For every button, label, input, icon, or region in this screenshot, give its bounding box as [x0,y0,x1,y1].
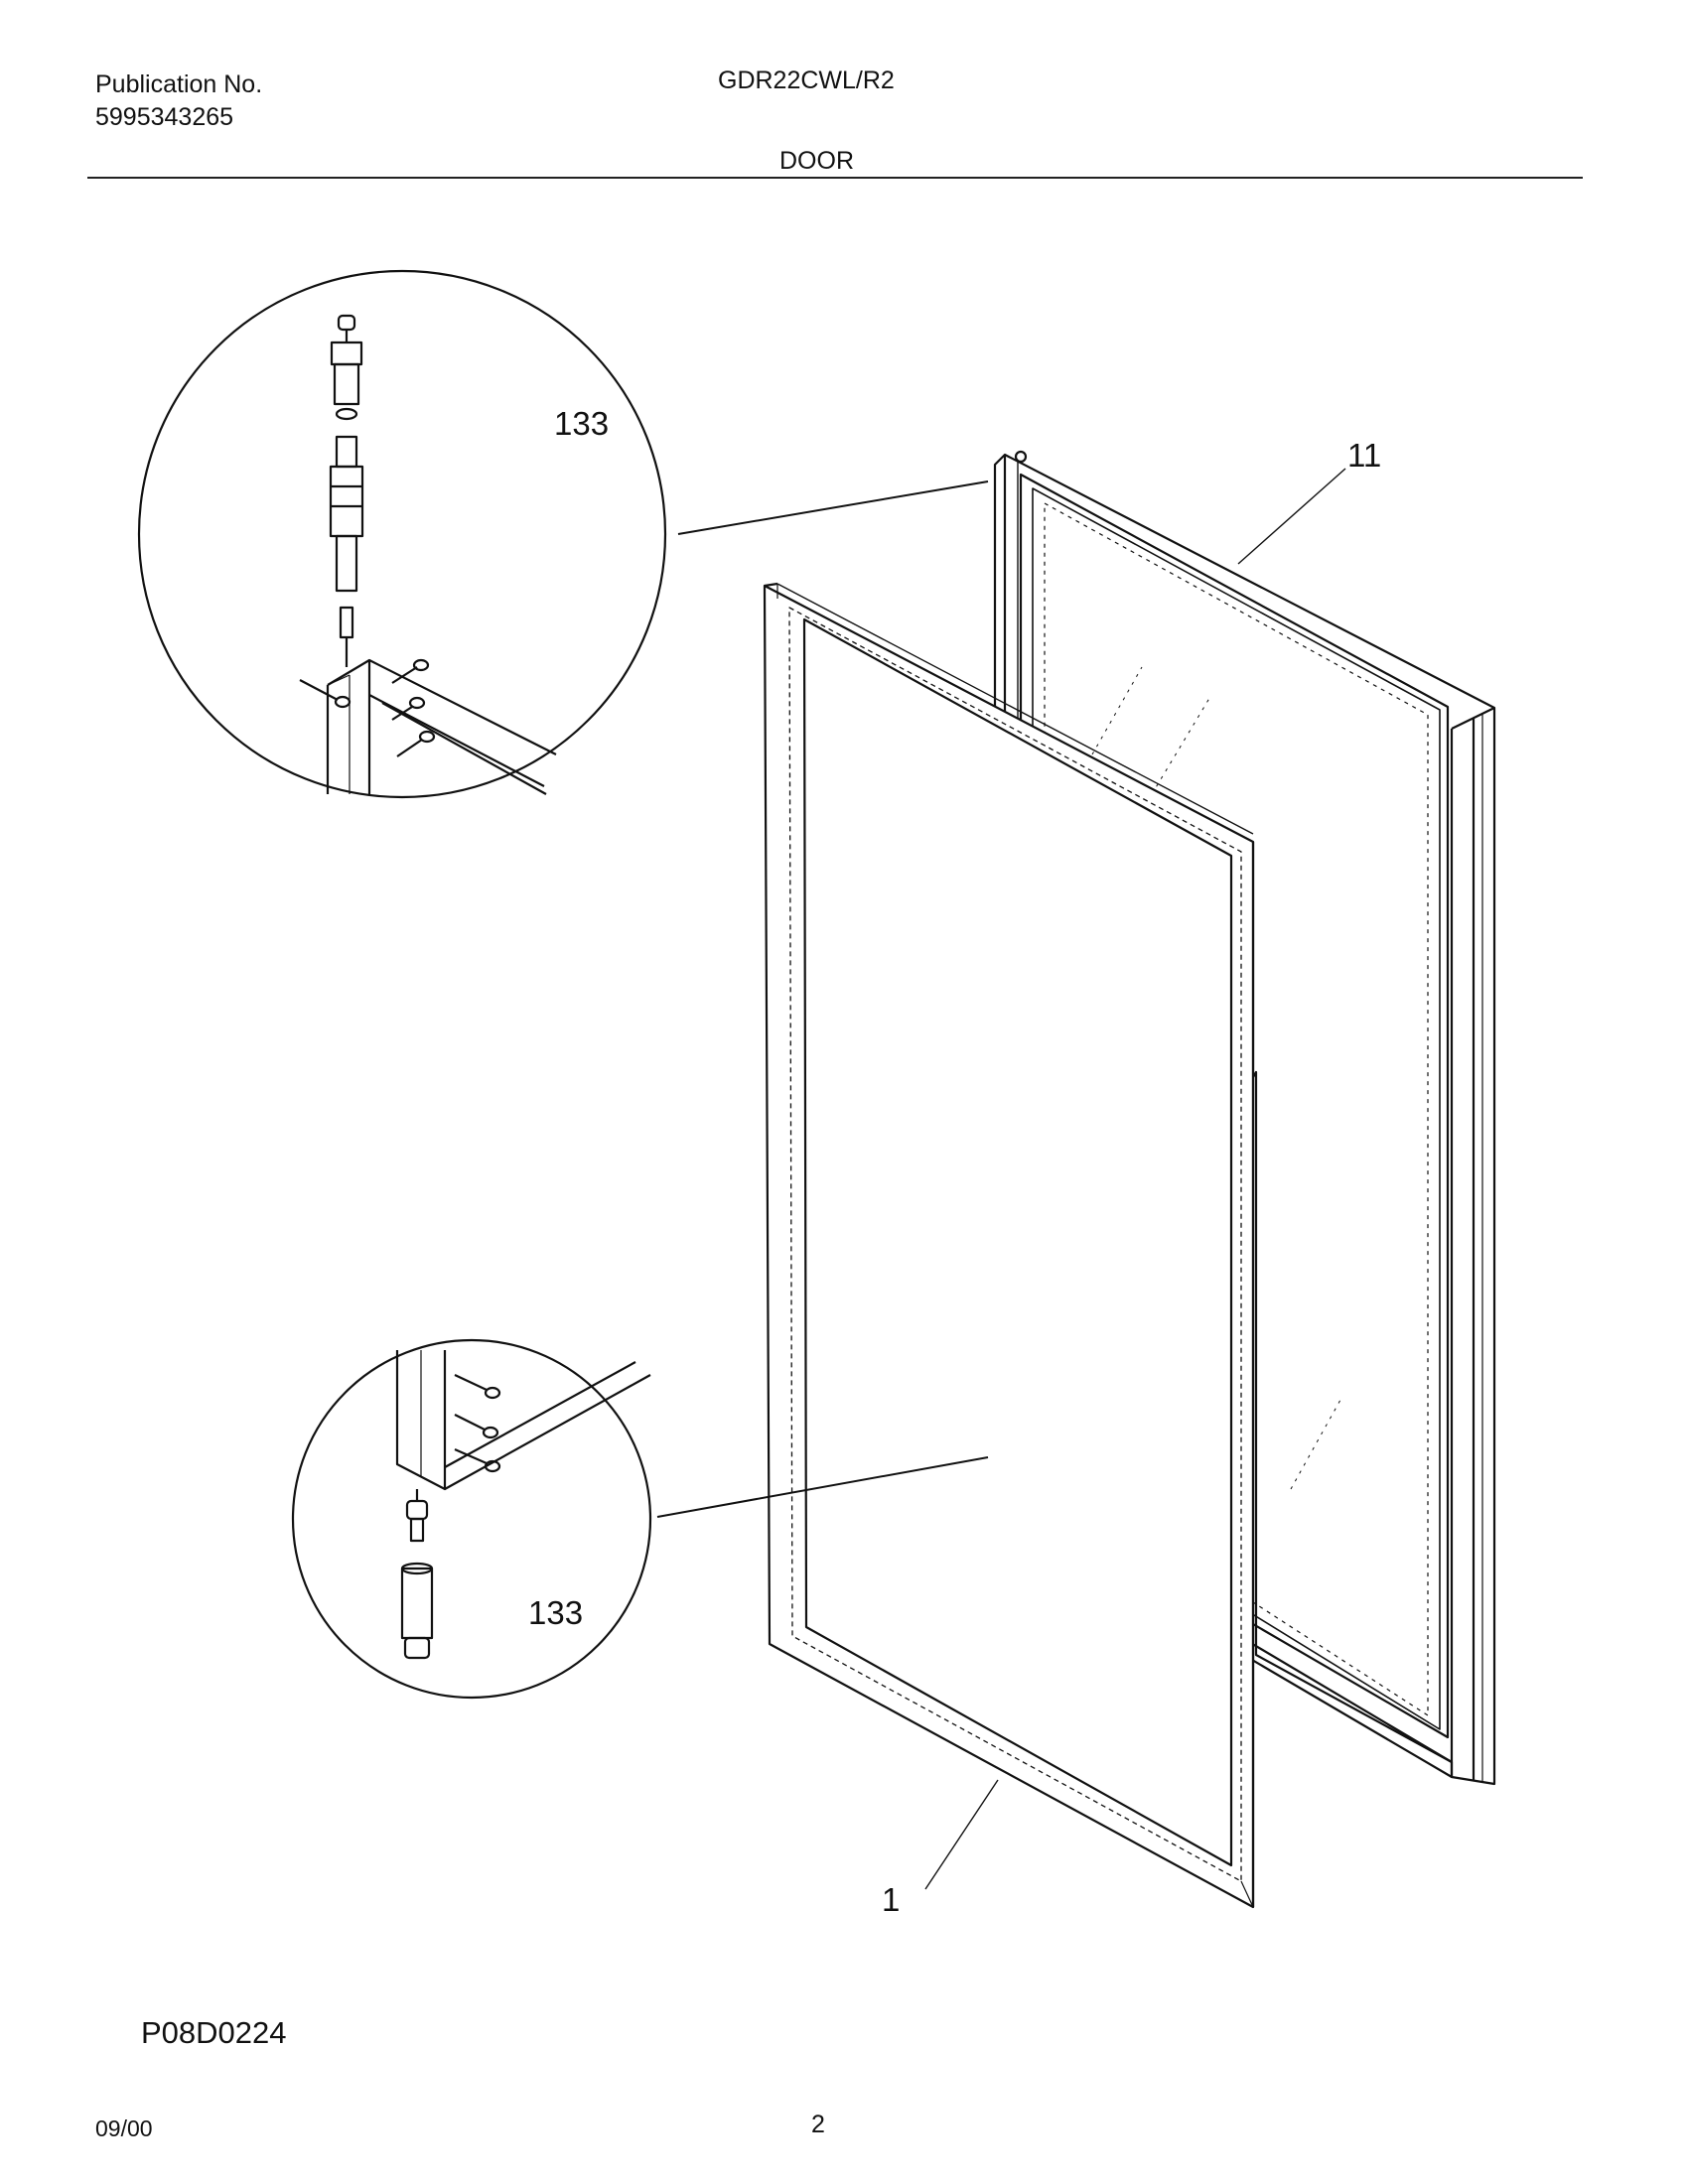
page-number: 2 [811,2111,825,2138]
screws-bottom [454,1374,501,1473]
header-rule [87,177,1583,179]
callout-bottom-detail: 133 [528,1594,583,1631]
callout-door-gasket: 1 [882,1881,900,1918]
publication-number: 5995343265 [95,103,234,131]
section-title: DOOR [779,147,854,175]
callout-door-panel: 11 [1347,437,1381,474]
door-corner-bottom [395,1350,651,1491]
bottom-hinge-detail [291,1338,652,1700]
callout-top-detail: 133 [554,405,609,442]
hinge-bushing [400,1489,434,1660]
publication-label: Publication No. [95,70,263,98]
top-hinge-detail [137,269,667,799]
publication-date: 09/00 [95,2116,153,2141]
door-corner-top [326,658,557,795]
hinge-pin-assembly [329,314,364,667]
screws-top [299,658,436,757]
door-gasket [763,582,1255,1909]
figure-code: P08D0224 [141,2015,287,2050]
leader-lines [656,468,1346,1890]
model-number: GDR22CWL/R2 [718,67,895,94]
